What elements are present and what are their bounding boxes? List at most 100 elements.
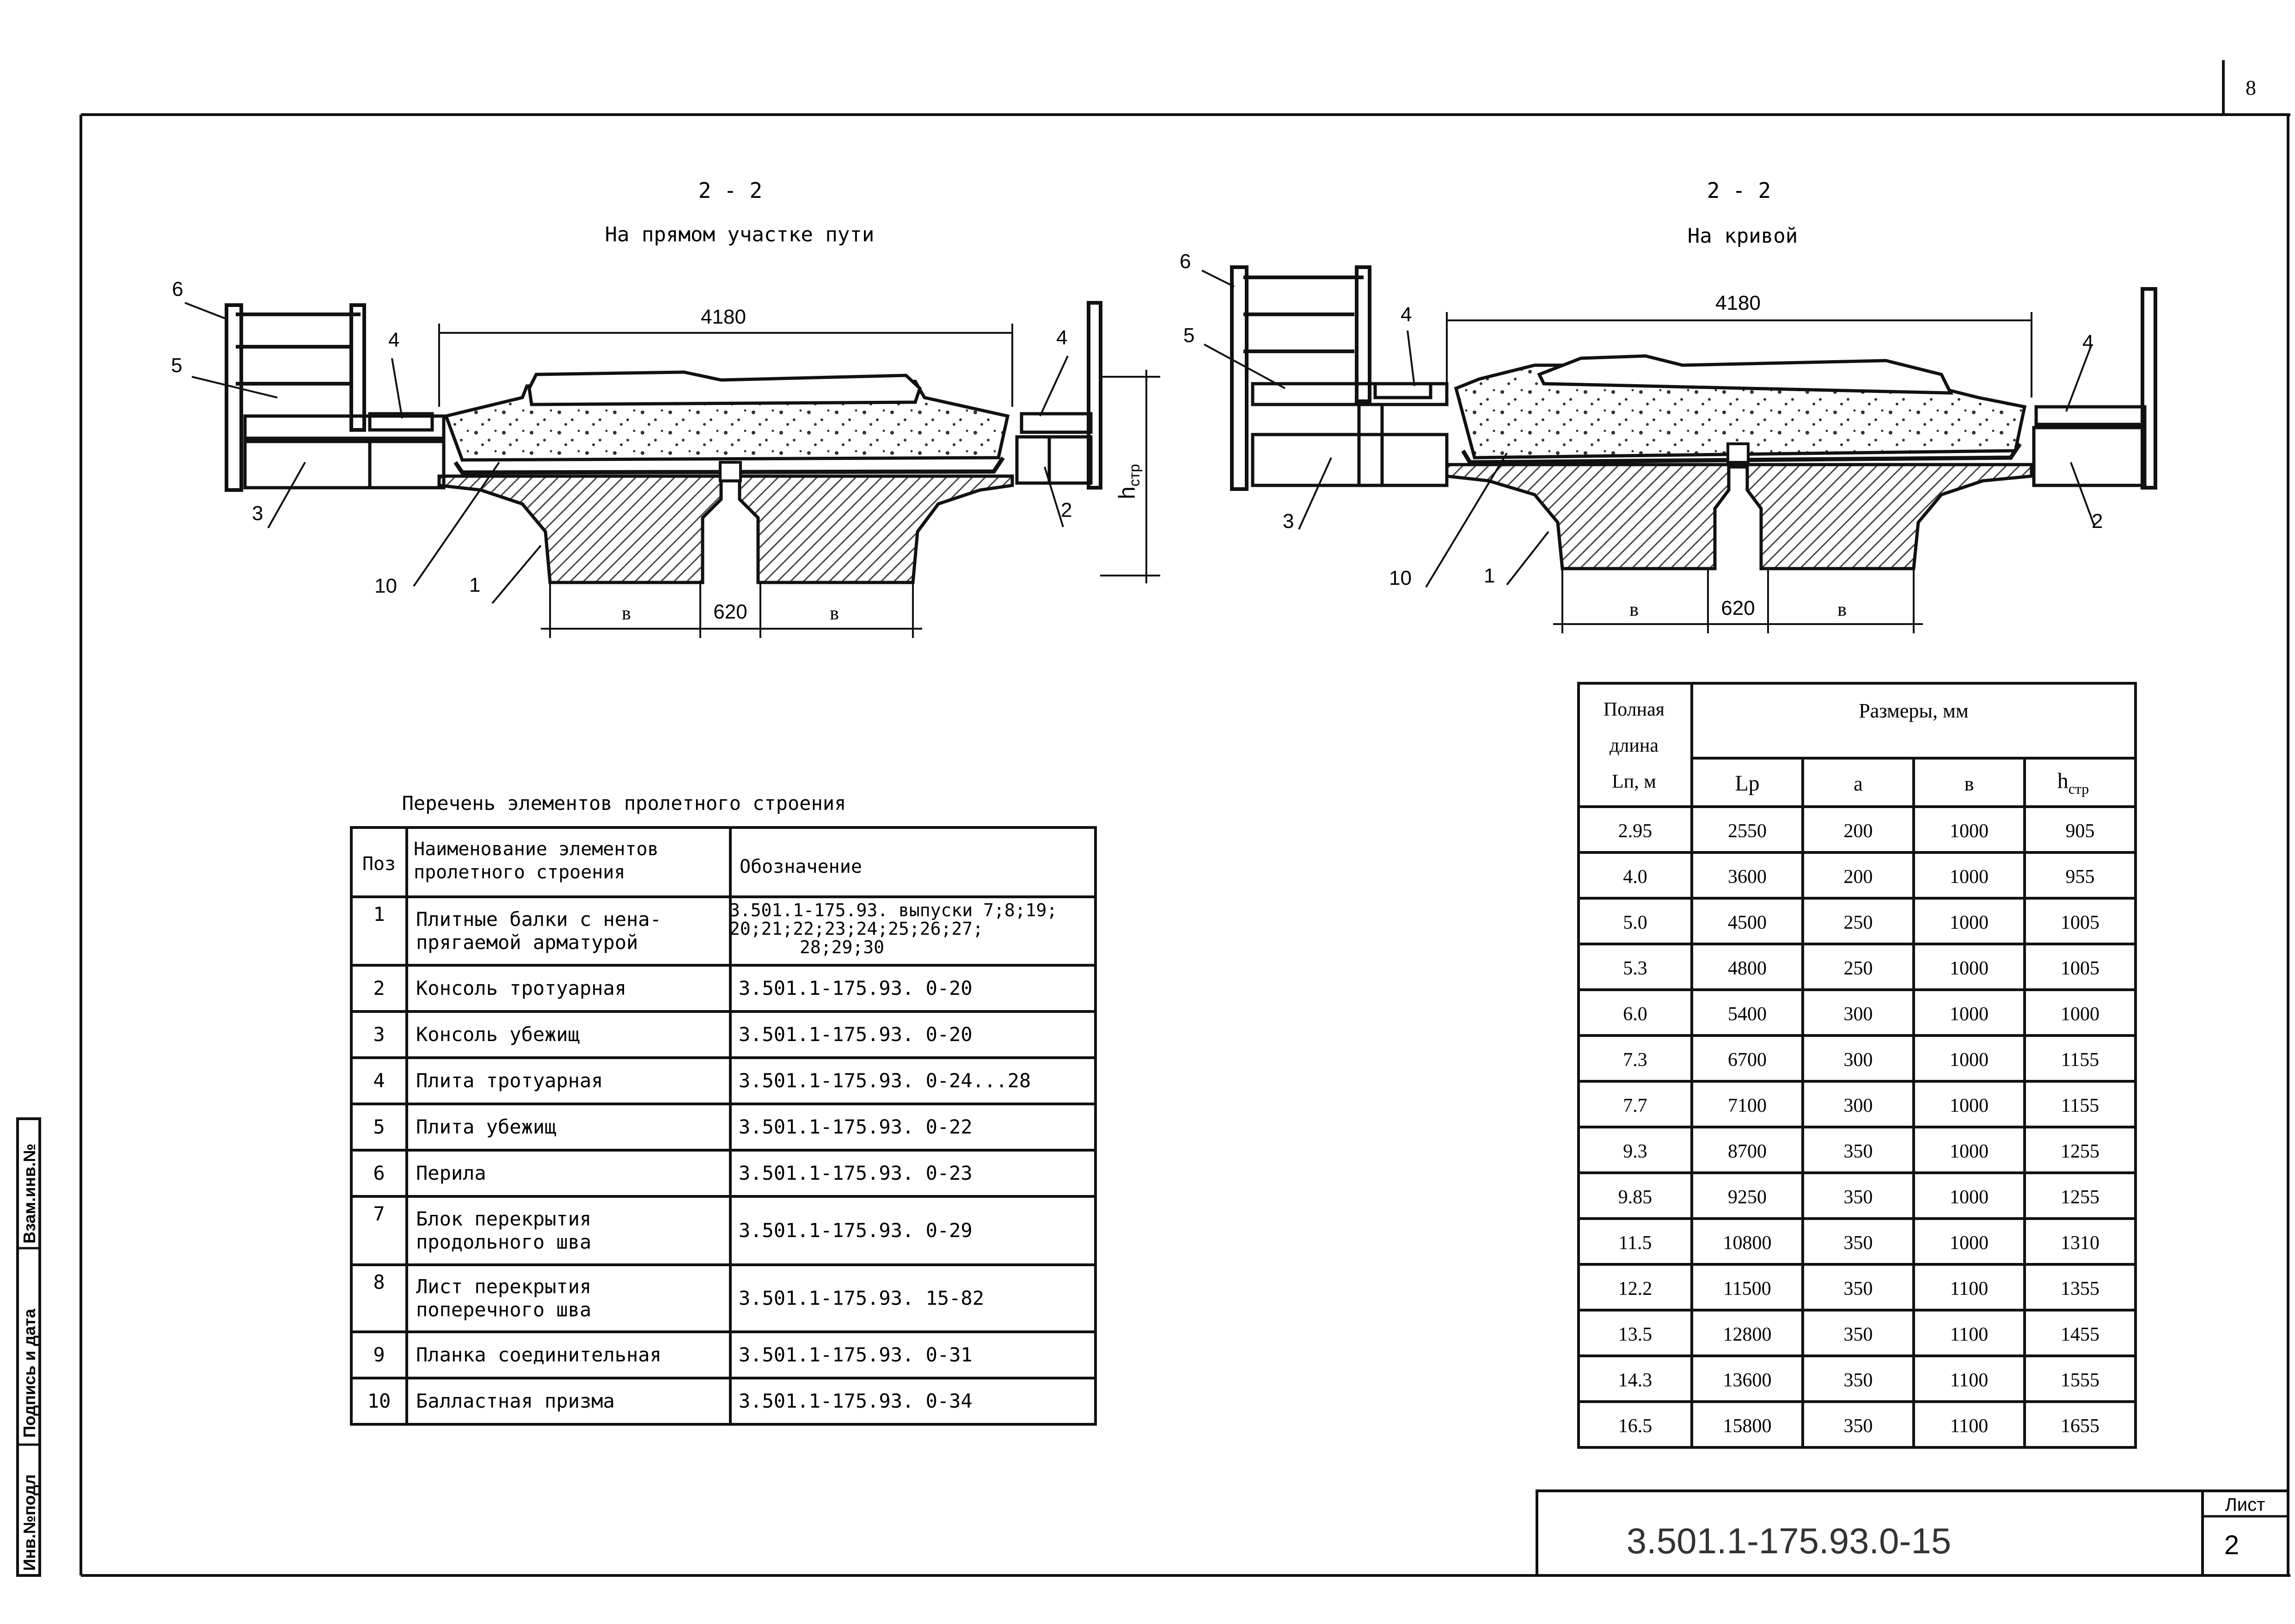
table-cell: 1455 [2061,1324,2099,1345]
dim-620: 620 [713,601,747,623]
table-cell: 1155 [2061,1049,2099,1071]
table-row-code: 3.501.1-175.93. 0-22 [739,1115,973,1138]
callout-5-curve: 5 [1183,324,1194,347]
table-row-pos: 2 [373,977,385,999]
section-straight-subtitle: На прямом участке пути [605,223,875,246]
dim-4180: 4180 [701,306,746,328]
dim-4180-curve: 4180 [1715,292,1761,314]
table-cell: 350 [1844,1324,1873,1345]
dim-b-left: в [622,603,631,624]
table-row-pos: 5 [373,1115,385,1138]
console-left-curve [1251,382,1449,487]
header-pos: Поз [362,853,396,875]
table-row-pos: 3 [373,1023,385,1046]
table-cell: 13600 [1723,1370,1772,1391]
table-row-code: 3.501.1-175.93. 0-20 [739,977,973,999]
table-row-pos: 8 [373,1271,385,1293]
table-cell: 12800 [1723,1324,1772,1345]
section-straight: 2 - 2 На прямом участке пути 4180 [171,178,1160,638]
dim-b-left-curve: в [1629,599,1639,620]
table-cell: 7100 [1728,1095,1767,1116]
table-cell: 1000 [1950,1232,1989,1254]
table-row-code: 3.501.1-175.93. 0-29 [739,1219,973,1242]
table-cell: 9.3 [1623,1141,1647,1162]
callout-6-curve: 6 [1180,250,1191,273]
table-row-code: 3.501.1-175.93. 0-24...28 [739,1069,1031,1092]
table-cell: 6.0 [1623,1004,1647,1025]
table-row-pos: 7 [373,1202,385,1225]
table-row-pos: 6 [373,1162,385,1184]
dim-hstr [1100,370,1160,583]
table-cell: 250 [1844,912,1873,933]
railing-left [225,303,366,492]
header-full-length: Lп, м [1612,771,1656,792]
header-hstr: hстр [2057,769,2089,797]
table-cell: 300 [1844,1049,1873,1071]
table-cell: 905 [2066,821,2095,842]
table-cell: 1100 [1950,1370,1988,1391]
dim-line-bottom-curve [1553,570,1923,633]
callout-4b-curve: 4 [2082,331,2093,354]
header-lr: Lр [1735,771,1759,796]
table-cell: 4500 [1728,912,1767,933]
table-cell: 200 [1844,821,1873,842]
sheet-number: 2 [2224,1530,2239,1560]
table-cell: 11500 [1723,1278,1771,1299]
table-row-name: Плита убежищ [416,1115,556,1138]
side-stamp: Инв.№подл Подпись и дата Взам.инв.№ [16,1117,41,1577]
header-full-length: длина [1610,735,1659,756]
table-cell: 15800 [1723,1416,1772,1437]
callout-4: 4 [388,329,399,351]
callout-4-curve: 4 [1401,303,1412,326]
table-cell: 3600 [1728,866,1767,888]
table-row-code: 3.501.1-175.93. 0-31 [739,1343,973,1366]
table-cell: 1000 [1950,866,1989,888]
callout-1: 1 [469,574,480,596]
table-cell: 1000 [1950,1004,1989,1025]
header-name-1: Наименование элементов [414,839,659,860]
table-cell: 955 [2066,866,2095,888]
sleeper-curve [1537,354,1953,395]
table-row-code: 3.501.1-175.93. выпуски 7;8;19; [729,900,1057,920]
callout-4b: 4 [1056,326,1067,349]
table-row-name: Планка соединительная [416,1343,661,1366]
table-cell: 250 [1844,958,1873,979]
callout-5: 5 [171,354,182,377]
table-cell: 1255 [2061,1187,2099,1208]
table-row-code: 3.501.1-175.93. 0-20 [739,1023,973,1046]
callout-6: 6 [172,278,183,300]
console-left [243,412,446,490]
table-cell: 1100 [1950,1324,1988,1345]
table-cell: 7.3 [1623,1049,1647,1071]
table-cell: 1100 [1950,1278,1988,1299]
table-row-pos: 1 [373,903,385,925]
table-cell: 1555 [2061,1370,2099,1391]
table-row-name: поперечного шва [416,1299,591,1321]
hstr-label: hстр [1114,464,1143,499]
callout-2-curve: 2 [2092,510,2103,533]
header-a: а [1854,772,1863,795]
sheet-label: Лист [2225,1495,2265,1515]
header-code: Обозначение [740,856,862,877]
table-cell: 1000 [1950,958,1989,979]
table-cell: 200 [1844,866,1873,888]
table-row-pos: 4 [373,1069,385,1092]
table-cell: 4800 [1728,958,1767,979]
table-cell: 300 [1844,1095,1873,1116]
table-row-name: продольного шва [416,1231,591,1253]
railing-right-curve [2141,287,2157,490]
side-stamp-sign-date: Подпись и дата [20,1308,39,1438]
table-cell: 2.95 [1618,821,1652,842]
table-cell: 16.5 [1618,1416,1652,1437]
side-stamp-vzam-inv: Взам.инв.№ [20,1144,39,1244]
title-block: 3.501.1-175.93.0-15 Лист 2 [1536,1489,2289,1577]
table-cell: 4.0 [1623,866,1647,888]
table-cell: 1000 [1950,821,1989,842]
table-cell: 14.3 [1618,1370,1652,1391]
table-cell: 1000 [2061,1004,2099,1025]
table-row-name: Консоль тротуарная [416,977,626,999]
header-b: в [1965,772,1974,795]
table-cell: 5400 [1728,1004,1767,1025]
